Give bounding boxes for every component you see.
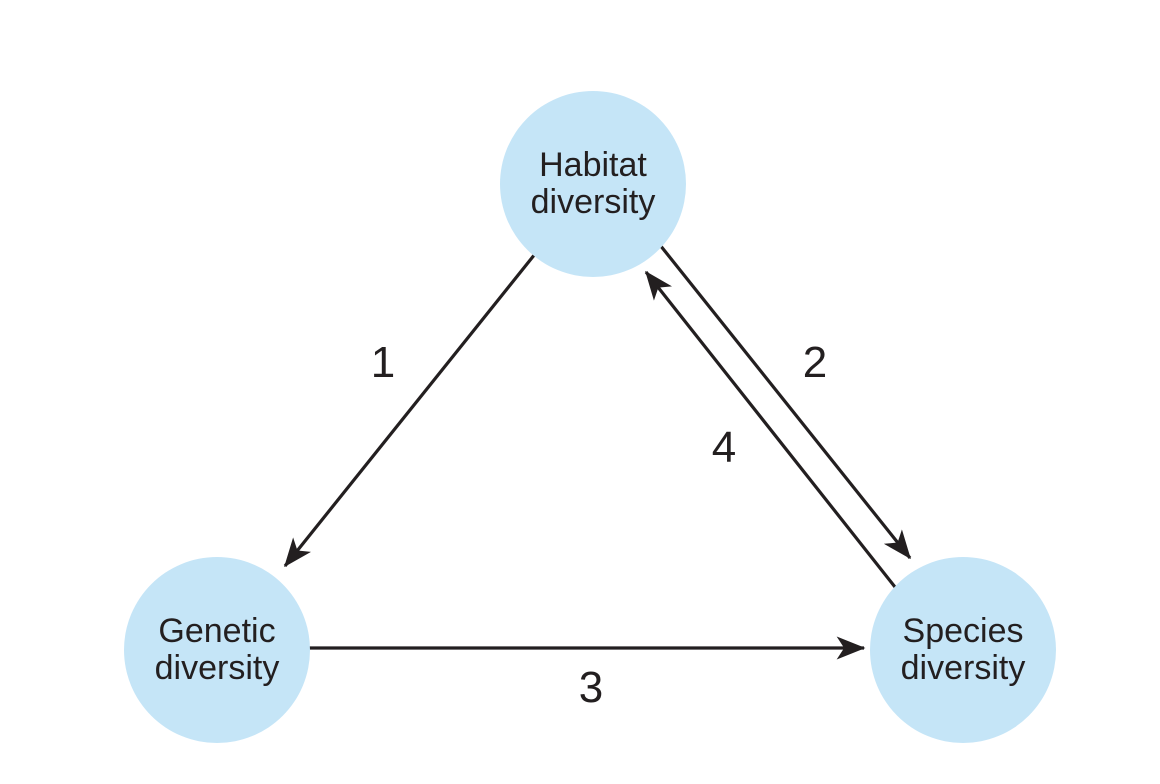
edge-label-1: 1	[370, 338, 396, 387]
arrow-4-species-to-habitat	[644, 270, 897, 588]
node-genetic-label-line1: Genetic	[158, 612, 276, 650]
node-genetic-label-line2: diversity	[154, 649, 280, 687]
node-genetic-diversity: Genetic diversity	[124, 557, 310, 743]
node-habitat-label-line1: Habitat	[539, 146, 647, 184]
edge-label-3: 3	[578, 663, 604, 712]
arrow-2-habitat-to-species	[658, 244, 912, 560]
node-species-diversity: Species diversity	[870, 557, 1056, 743]
edge-label-2: 2	[802, 338, 828, 387]
node-species-label-line2: diversity	[900, 649, 1026, 687]
node-habitat-label-line2: diversity	[530, 183, 656, 221]
node-species-label-line1: Species	[902, 612, 1024, 650]
arrow-1-habitat-to-genetic	[283, 252, 537, 568]
node-habitat-diversity: Habitat diversity	[500, 91, 686, 277]
edge-label-4: 4	[711, 423, 737, 472]
